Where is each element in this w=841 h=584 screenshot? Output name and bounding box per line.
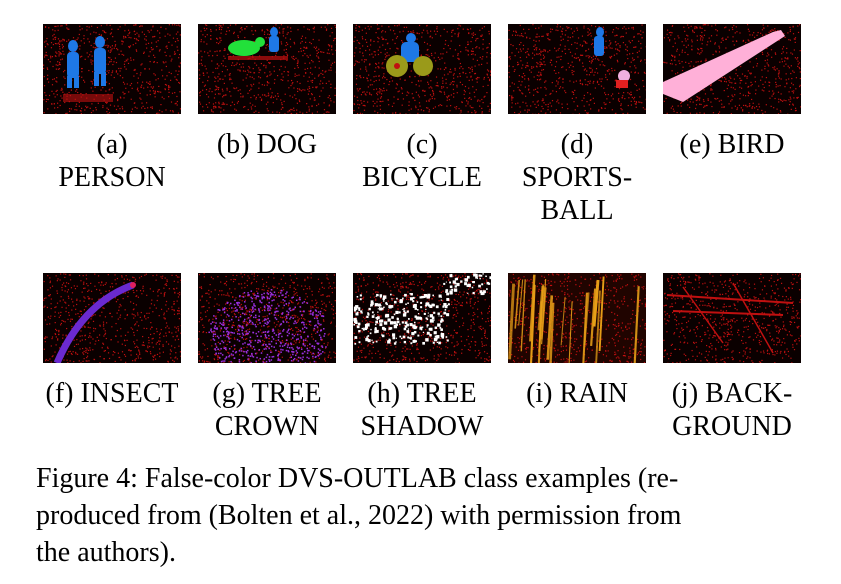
sportsball-scene <box>594 27 630 88</box>
caption-rain: (i) RAIN <box>526 378 628 409</box>
noise-canvas <box>663 24 801 114</box>
noise-canvas <box>353 24 491 114</box>
noise-canvas <box>353 273 491 363</box>
tree-crown-points <box>208 289 327 363</box>
noise-canvas <box>198 24 336 114</box>
background-edges <box>666 282 794 354</box>
thumbnail-sportsball <box>508 24 646 114</box>
figure-caption-line-2: produced from (Bolten et al., 2022) with… <box>36 500 682 531</box>
thumbnail-tree-shadow <box>353 273 491 363</box>
caption-dog: (b) DOG <box>216 129 318 160</box>
dog-and-person <box>228 27 288 60</box>
caption-person: (a) PERSON <box>58 129 166 193</box>
noise-canvas <box>663 273 801 363</box>
bird-trail <box>663 30 785 102</box>
thumbnail-insect <box>43 273 181 363</box>
insect-trail <box>53 281 136 363</box>
figure-caption-line-3: the authors). <box>36 537 176 568</box>
caption-tree-shadow: (h) TREE SHADOW <box>360 378 484 442</box>
caption-sportsball: (d) SPORTS- BALL <box>521 129 633 226</box>
rain-streaks <box>508 274 640 363</box>
thumbnail-rain <box>508 273 646 363</box>
thumbnail-person <box>43 24 181 114</box>
caption-insect: (f) INSECT <box>45 378 179 409</box>
noise-canvas <box>198 273 336 363</box>
thumbnail-tree-crown <box>198 273 336 363</box>
tree-shadow-points <box>353 273 491 345</box>
bicycle-rider <box>386 33 433 77</box>
person-silhouettes <box>63 36 113 102</box>
caption-background: (j) BACK- GROUND <box>671 378 793 442</box>
caption-bird: (e) BIRD <box>679 129 785 160</box>
noise-canvas <box>43 273 181 363</box>
thumbnail-bicycle <box>353 24 491 114</box>
caption-tree-crown: (g) TREE CROWN <box>212 378 322 442</box>
thumbnail-bird <box>663 24 801 114</box>
figure-caption-line-1: Figure 4: False-color DVS-OUTLAB class e… <box>36 463 679 494</box>
thumbnail-background <box>663 273 801 363</box>
figure-caption: Figure 4: False-color DVS-OUTLAB class e… <box>36 460 806 571</box>
noise-canvas <box>43 24 181 114</box>
caption-bicycle: (c) BICYCLE <box>362 129 482 193</box>
noise-canvas <box>508 24 646 114</box>
thumbnail-dog <box>198 24 336 114</box>
noise-canvas <box>508 273 646 363</box>
